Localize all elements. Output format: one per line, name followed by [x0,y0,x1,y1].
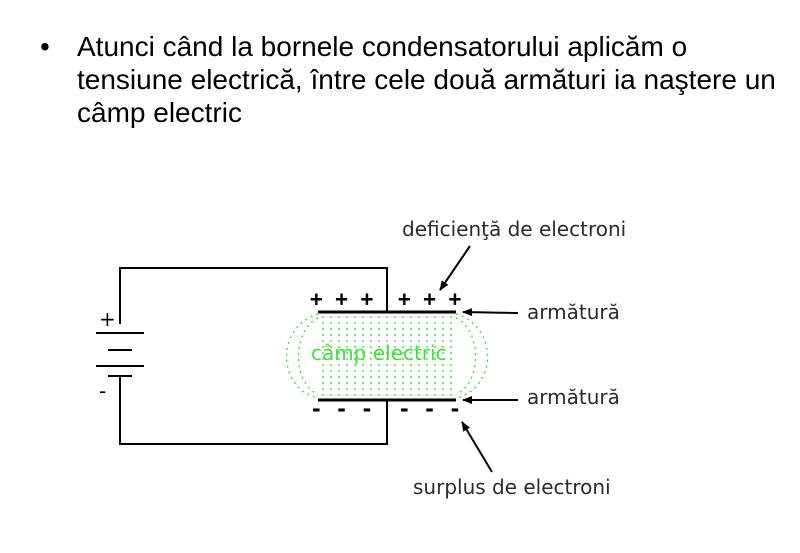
deficit-arrow [439,245,471,291]
field-fringe-line [455,317,477,395]
bottom-charges-right: - - - [398,397,461,421]
field-fringe-line [455,313,489,399]
electric-field [285,313,489,399]
top-charges-left: + + + [310,287,373,311]
battery-minus-label: - [99,379,106,403]
surplus-label: surplus de electroni [413,475,611,499]
battery-icon [96,332,144,377]
bottom-plate-label: armătură [527,385,620,409]
battery-plus-label: + [99,307,116,331]
bullet-text: Atunci când la bornele condensatorului a… [77,31,776,128]
top-charges-right: + + + [398,287,461,311]
bullet-item: • Atunci când la bornele condensatorului… [40,30,780,129]
bullet-marker: • [40,31,50,62]
top-plate-arrow [462,308,519,317]
annotation-arrows [439,245,519,473]
surplus-arrow [461,421,493,473]
circuit-wires [119,267,388,445]
top-plate-label: armătură [527,300,620,324]
deficit-label: deficienţă de electroni [402,217,626,241]
bottom-charges-left: - - - [310,397,373,421]
field-label: câmp electric [311,341,447,365]
